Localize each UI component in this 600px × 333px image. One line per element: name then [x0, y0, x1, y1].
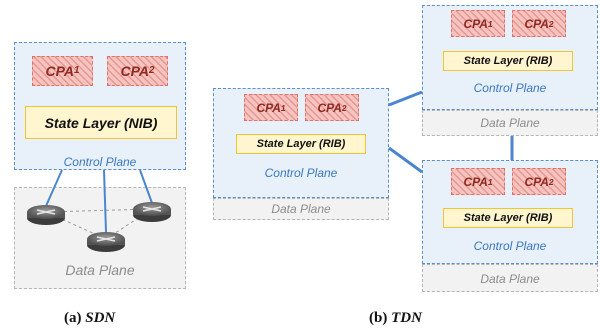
cpa-label: CPA	[463, 16, 488, 31]
caption-prefix: (a)	[64, 310, 86, 326]
cpa-label: CPA	[120, 63, 150, 79]
tdn-link	[388, 146, 423, 174]
tdn-node-bottom-control-plane-label: Control Plane	[473, 239, 547, 253]
sdn-link	[45, 169, 63, 207]
tdn-link	[388, 90, 423, 107]
sdn-link	[139, 169, 153, 204]
sdn-link	[103, 169, 107, 233]
cpa-label: CPA	[45, 63, 75, 79]
caption-sdn: (a) SDN	[64, 310, 115, 327]
tdn-node-left-data-plane-label: Data Plane	[271, 202, 331, 216]
cpa-label: CPA	[524, 174, 549, 189]
cpa-label: CPA	[317, 100, 342, 115]
sdn-data-plane-label: Data Plane	[65, 262, 135, 278]
cpa-label: CPA	[524, 16, 549, 31]
caption-tdn: (b) TDN	[369, 310, 422, 327]
router-icon	[27, 205, 65, 225]
router-icon	[133, 202, 171, 222]
tdn-node-bottom-data-plane	[422, 264, 598, 292]
router-icon	[87, 232, 125, 252]
tdn-node-top-data-plane	[422, 110, 598, 136]
cpa-label: CPA	[463, 174, 488, 189]
sdn-state-layer: State Layer (NIB)	[25, 106, 177, 139]
tdn-node-bottom-data-plane-label: Data Plane	[480, 272, 540, 286]
cpa-label: CPA	[256, 100, 281, 115]
tdn-node-top-control-plane-label: Control Plane	[473, 81, 547, 95]
caption-name: SDN	[85, 310, 116, 326]
tdn-node-top-state-layer: State Layer (RIB)	[443, 51, 573, 71]
tdn-node-left-data-plane	[213, 198, 389, 220]
tdn-node-left-control-plane-label: Control Plane	[264, 166, 338, 180]
caption-name: TDN	[391, 310, 422, 326]
caption-prefix: (b)	[369, 310, 392, 326]
tdn-node-left-state-layer: State Layer (RIB)	[236, 134, 366, 154]
tdn-node-top-data-plane-label: Data Plane	[480, 116, 540, 130]
sdn-control-plane-label: Control Plane	[63, 155, 137, 169]
tdn-node-bottom-state-layer: State Layer (RIB)	[443, 208, 573, 228]
